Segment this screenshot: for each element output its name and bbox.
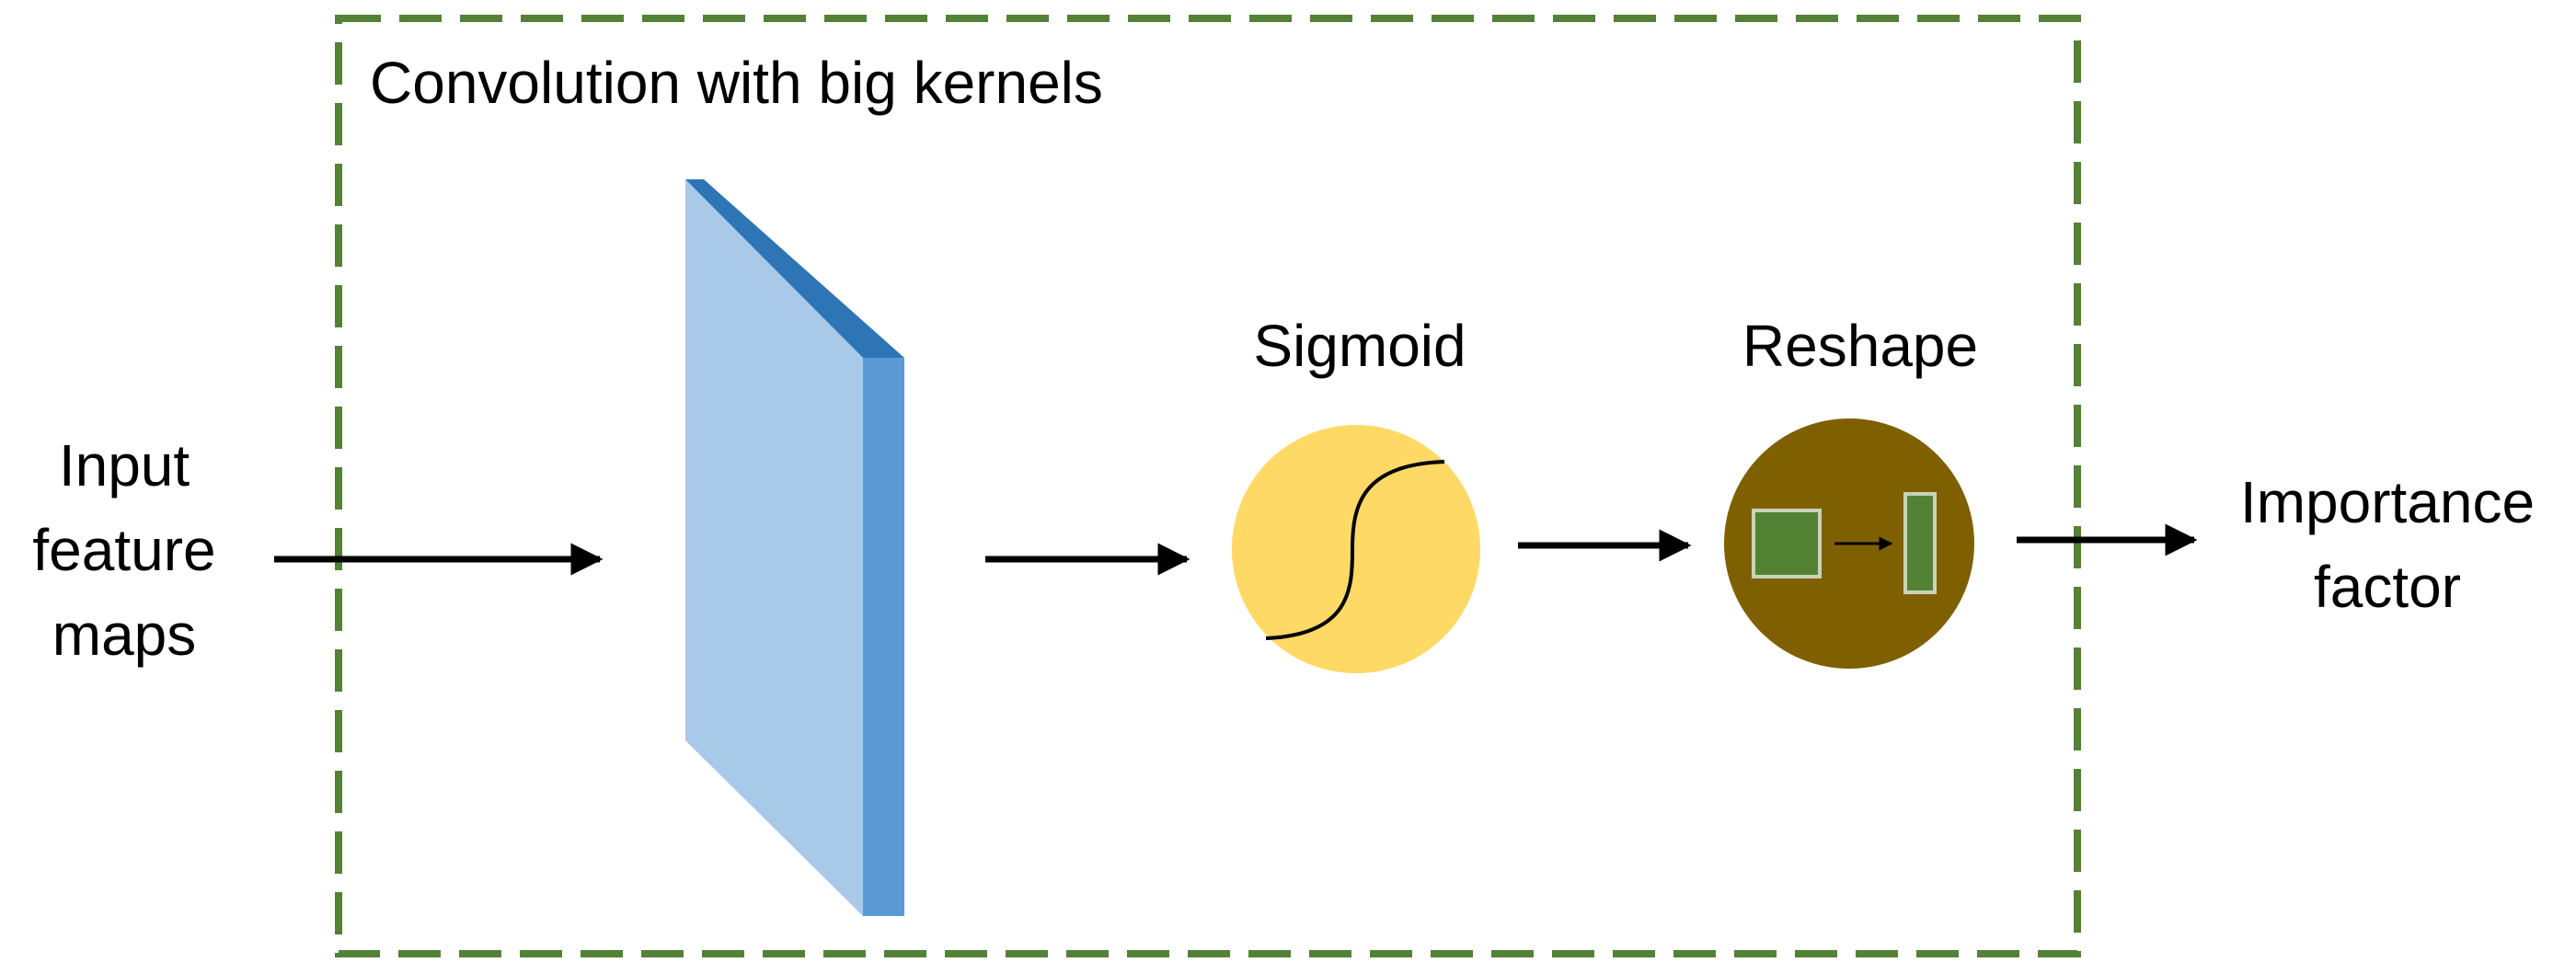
conv-layer: [685, 179, 904, 916]
reshape-icon: [1752, 492, 1937, 594]
reshape-label: Reshape: [1742, 313, 1978, 379]
sigmoid-curve-icon: [1265, 460, 1445, 640]
conv-layer-side-face: [863, 358, 904, 916]
output-label: Importance factor: [2240, 469, 2535, 620]
reshape-column-block: [1903, 492, 1937, 594]
container-title: Convolution with big kernels: [370, 50, 1103, 116]
input-label: Input feature maps: [32, 432, 215, 668]
conv-layer-top-face: [685, 179, 904, 358]
container-box: [335, 15, 2081, 957]
conv-layer-front-face: [685, 179, 863, 916]
sigmoid-label: Sigmoid: [1253, 313, 1466, 379]
input-label-line-2: feature: [32, 517, 215, 583]
reshape-square-block: [1752, 509, 1822, 579]
output-label-line-1: Importance: [2240, 469, 2535, 535]
input-label-line-3: maps: [52, 602, 197, 668]
input-label-line-1: Input: [59, 432, 190, 498]
sigmoid-circle: [1232, 425, 1480, 673]
output-label-line-2: factor: [2314, 554, 2461, 620]
